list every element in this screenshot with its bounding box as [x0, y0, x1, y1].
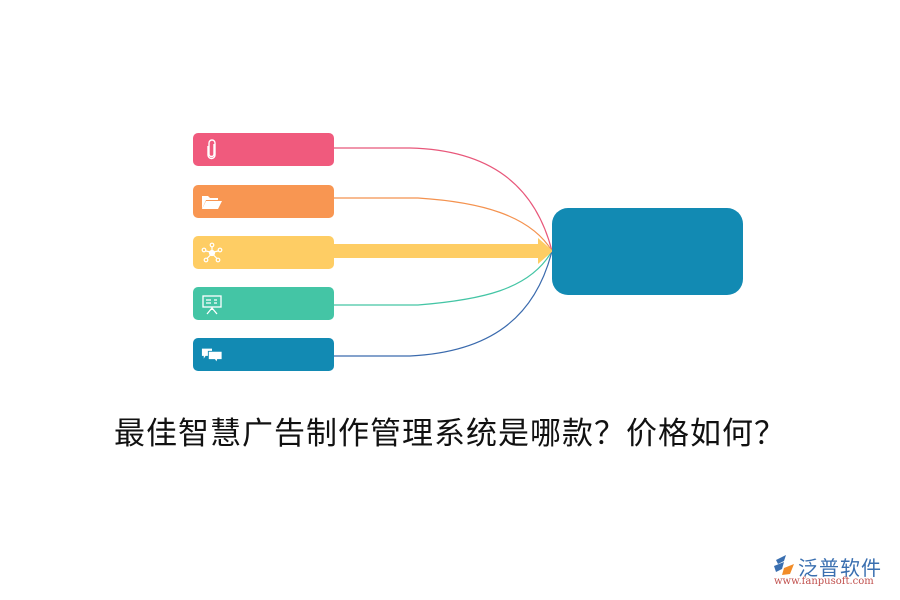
connector-line-1 [334, 147, 553, 252]
brand-logo: 泛普软件 www.fanpusoft.com [770, 552, 895, 590]
network-icon [201, 242, 223, 264]
brand-name: 泛普软件 [798, 556, 882, 580]
connector-line-4 [334, 250, 553, 306]
presentation-board-icon [201, 293, 223, 315]
page-title: 最佳智慧广告制作管理系统是哪款？价格如何？ [114, 416, 786, 452]
node-paperclip[interactable] [193, 133, 334, 166]
paperclip-icon [201, 138, 223, 161]
fanpu-logo-icon [774, 555, 794, 575]
chat-bubbles-icon [201, 344, 223, 366]
folder-open-icon [201, 191, 223, 213]
node-network[interactable] [193, 236, 334, 269]
brand-url: www.fanpusoft.com [774, 576, 874, 587]
node-folder[interactable] [193, 185, 334, 218]
hub-node[interactable] [552, 208, 743, 295]
node-presentation[interactable] [193, 287, 334, 320]
arrow-connector [330, 238, 553, 264]
connector-line-5 [334, 250, 553, 357]
connector-line-2 [334, 197, 553, 252]
node-chat[interactable] [193, 338, 334, 371]
